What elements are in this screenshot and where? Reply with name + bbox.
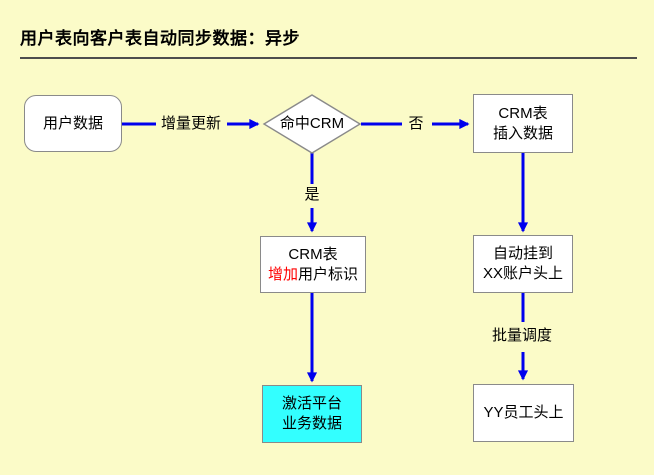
node-auto-attach-line2: XX账户头上 bbox=[482, 265, 563, 282]
node-crm-insert-line2: 插入数据 bbox=[492, 124, 553, 142]
node-decision-hit-crm: 命中CRM bbox=[264, 95, 360, 153]
node-crm-add-line1: CRM表 bbox=[288, 245, 338, 263]
edge-label-no: 否 bbox=[408, 115, 424, 132]
node-activate-line2: 业务数据 bbox=[281, 415, 342, 432]
node-crm-insert: CRM表 插入数据 bbox=[473, 94, 573, 153]
node-crm-insert-line1: CRM表 bbox=[498, 104, 548, 122]
node-user-data: 用户数据 bbox=[24, 95, 122, 152]
title-divider bbox=[20, 57, 637, 59]
page-title: 用户表向客户表自动同步数据：异步 bbox=[20, 29, 300, 48]
node-crm-add-line2: 增加用户标识 bbox=[268, 265, 358, 285]
node-activate-platform: 激活平台 业务数据 bbox=[262, 385, 362, 443]
node-crm-add-line2-rest: 用户标识 bbox=[298, 265, 359, 283]
node-yy-staff: YY员工头上 bbox=[473, 384, 574, 442]
edge-label-yes: 是 bbox=[304, 186, 320, 203]
node-crm-add-line2-highlight: 增加 bbox=[267, 265, 298, 283]
node-yy-staff-label: YY员工头上 bbox=[483, 404, 564, 421]
node-crm-add-flag: CRM表 增加用户标识 bbox=[260, 236, 366, 293]
node-auto-attach-line1: 自动挂到 bbox=[492, 245, 553, 262]
node-decision-label: 命中CRM bbox=[279, 115, 345, 132]
edge-label-incremental-update: 增量更新 bbox=[160, 115, 222, 132]
edge-label-batch-schedule: 批量调度 bbox=[491, 327, 553, 344]
node-auto-attach: 自动挂到 XX账户头上 bbox=[473, 235, 573, 293]
node-activate-line1: 激活平台 bbox=[281, 395, 342, 412]
node-user-data-label: 用户数据 bbox=[42, 114, 103, 132]
